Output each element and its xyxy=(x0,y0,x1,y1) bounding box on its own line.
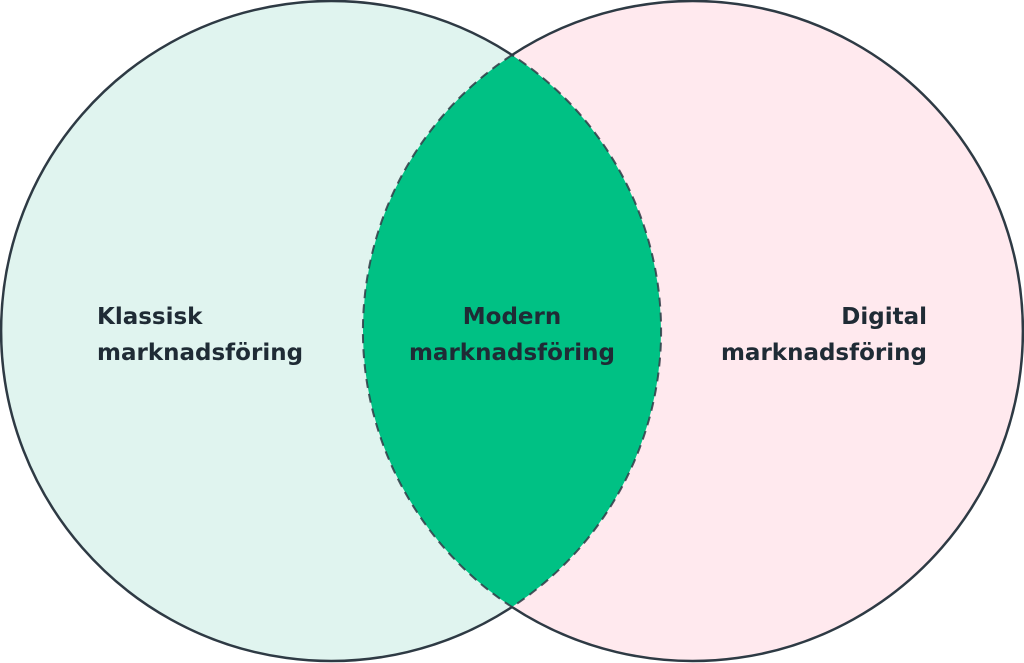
classic-label-line1: Klassisk xyxy=(97,304,203,330)
classic-outer-border xyxy=(0,0,513,663)
modern-label-line2: marknadsföring xyxy=(409,340,615,366)
modern-label-line1: Modern xyxy=(463,304,561,330)
digital-outer-border xyxy=(511,0,1024,663)
classic-label-line2: marknadsföring xyxy=(97,340,303,366)
digital-label-line2: marknadsföring xyxy=(721,340,927,366)
intersection-region xyxy=(363,1,661,661)
digital-label-line1: Digital xyxy=(841,304,927,330)
intersection-dashed-border xyxy=(361,54,663,609)
